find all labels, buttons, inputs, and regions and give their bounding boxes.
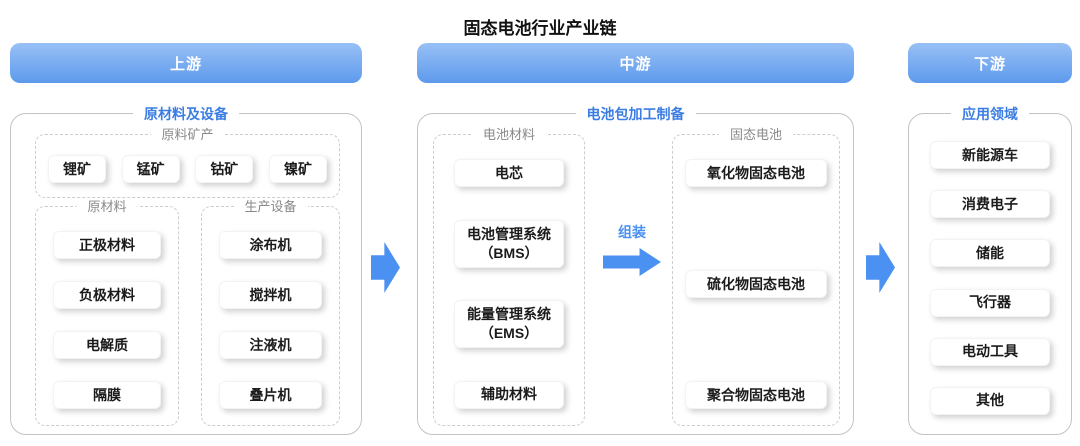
battery-materials-column: 电芯 电池管理系统 （BMS） 能量管理系统 （EMS） 辅助材料 — [434, 135, 584, 425]
header-upstream: 上游 — [10, 43, 362, 83]
node-energy-storage: 储能 — [930, 239, 1050, 268]
node-injection-machine: 注液机 — [219, 331, 322, 359]
group-production-equipment: 生产设备 涂布机 搅拌机 注液机 叠片机 — [201, 198, 340, 426]
node-sulfide-ssb: 硫化物固态电池 — [685, 270, 827, 298]
header-upstream-label: 上游 — [169, 55, 202, 73]
node-oxide-ssb: 氧化物固态电池 — [685, 159, 827, 187]
production-equipment-column: 涂布机 搅拌机 注液机 叠片机 — [202, 207, 339, 425]
node-aircraft: 飞行器 — [930, 288, 1050, 317]
node-polymer-ssb: 聚合物固态电池 — [685, 381, 827, 409]
solid-state-battery-column: 氧化物固态电池 硫化物固态电池 聚合物固态电池 — [673, 135, 839, 425]
group-solid-state-battery-label: 固态电池 — [718, 126, 794, 144]
group-raw-minerals-label: 原料矿产 — [150, 126, 225, 144]
node-cathode-material: 正极材料 — [53, 231, 161, 259]
assembly-arrow-icon — [603, 248, 661, 276]
flow-arrow-midstream-to-downstream-icon — [866, 242, 895, 293]
node-battery-cell: 电芯 — [454, 159, 564, 187]
node-bms: 电池管理系统 （BMS） — [454, 219, 564, 268]
node-electrolyte: 电解质 — [53, 331, 161, 359]
raw-materials-column: 正极材料 负极材料 电解质 隔膜 — [36, 207, 178, 425]
header-midstream: 中游 — [417, 43, 854, 83]
group-raw-materials: 原材料 正极材料 负极材料 电解质 隔膜 — [35, 198, 179, 426]
application-list: 新能源车 消费电子 储能 飞行器 电动工具 其他 — [909, 114, 1071, 434]
group-battery-materials-label: 电池材料 — [471, 126, 547, 144]
node-coating-machine: 涂布机 — [219, 231, 322, 259]
section-downstream: 应用领域 新能源车 消费电子 储能 飞行器 电动工具 其他 — [908, 105, 1072, 435]
header-downstream: 下游 — [908, 43, 1072, 83]
flow-arrow-upstream-to-midstream-icon — [371, 242, 400, 293]
node-ems: 能量管理系统 （EMS） — [454, 300, 564, 349]
group-solid-state-battery: 固态电池 氧化物固态电池 硫化物固态电池 聚合物固态电池 — [672, 126, 840, 426]
node-anode-material: 负极材料 — [53, 281, 161, 309]
node-nickel-ore: 镍矿 — [268, 155, 327, 183]
node-consumer-electronics: 消费电子 — [930, 190, 1050, 219]
node-separator: 隔膜 — [53, 381, 161, 409]
assembly-step: 组装 — [602, 222, 662, 276]
group-raw-minerals: 原料矿产 锂矿 锰矿 钴矿 镍矿 — [35, 126, 340, 198]
node-auxiliary-materials: 辅助材料 — [454, 380, 564, 409]
assembly-label: 组装 — [618, 224, 646, 240]
node-power-tools: 电动工具 — [930, 337, 1050, 366]
section-downstream-label: 应用领域 — [951, 105, 1029, 123]
section-midstream-label: 电池包加工制备 — [575, 105, 696, 123]
node-new-energy-vehicle: 新能源车 — [930, 141, 1050, 169]
header-downstream-label: 下游 — [973, 55, 1006, 73]
node-others: 其他 — [930, 386, 1050, 415]
group-raw-materials-label: 原材料 — [76, 198, 138, 216]
node-manganese-ore: 锰矿 — [121, 155, 180, 183]
header-midstream-label: 中游 — [619, 55, 652, 73]
section-midstream: 电池包加工制备 电池材料 电芯 电池管理系统 （BMS） 能量管理系统 （EMS… — [417, 105, 854, 435]
node-cobalt-ore: 钴矿 — [195, 155, 254, 183]
section-upstream-label: 原材料及设备 — [133, 105, 239, 123]
group-production-equipment-label: 生产设备 — [233, 198, 308, 216]
raw-minerals-row: 锂矿 锰矿 钴矿 镍矿 — [36, 135, 339, 197]
node-mixing-machine: 搅拌机 — [219, 281, 322, 309]
diagram-title: 固态电池行业产业链 — [463, 19, 617, 38]
node-lithium-ore: 锂矿 — [48, 155, 106, 183]
group-battery-materials: 电池材料 电芯 电池管理系统 （BMS） 能量管理系统 （EMS） 辅助材料 — [433, 126, 585, 426]
section-upstream: 原材料及设备 原料矿产 锂矿 锰矿 钴矿 镍矿 原材料 正极材料 负极材料 电解… — [10, 105, 362, 435]
node-stacking-machine: 叠片机 — [219, 381, 322, 409]
